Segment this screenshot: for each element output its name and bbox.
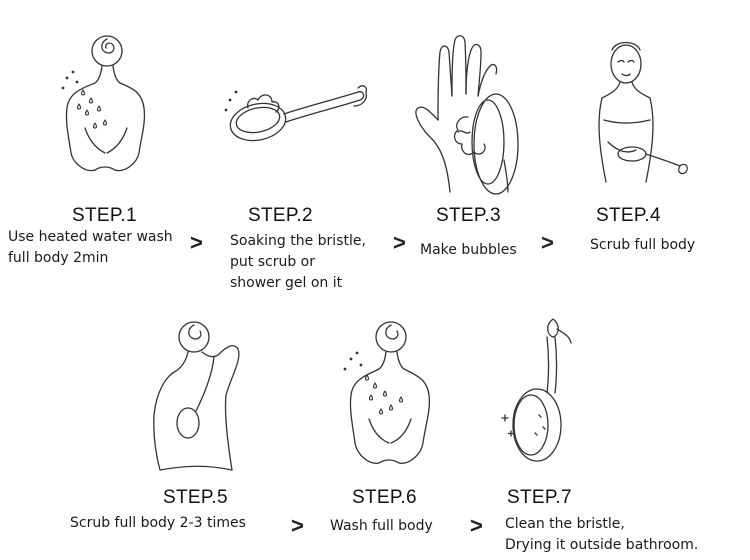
arrow-1-to-2: > — [190, 230, 203, 255]
hanging-brush-icon — [495, 315, 585, 475]
step-5-title: STEP.5 — [163, 487, 228, 508]
hand-with-brush-icon — [408, 32, 528, 197]
step-7-line-2: Drying it outside bathroom. — [505, 537, 699, 553]
back-washing-icon — [335, 315, 445, 475]
step-1-line-2: full body 2min — [8, 250, 109, 266]
step-7-line-1: Clean the bristle, — [505, 516, 625, 532]
step-2-line-2: put scrub or — [230, 254, 315, 270]
step-2-description: Soaking the bristle, put scrub or shower… — [230, 231, 366, 294]
step-6-line-1: Wash full body — [330, 518, 433, 534]
step-5-description: Scrub full body 2-3 times — [70, 513, 246, 534]
back-with-water-icon — [55, 28, 155, 188]
step-1-description: Use heated water wash full body 2min — [8, 227, 173, 269]
arrow-6-to-7: > — [470, 513, 483, 538]
step-1-title: STEP.1 — [72, 205, 137, 226]
arrow-3-to-4: > — [541, 230, 554, 255]
step-3-line-1: Make bubbles — [420, 242, 517, 258]
arrow-5-to-6: > — [291, 513, 304, 538]
arrow-2-to-3: > — [393, 230, 406, 255]
step-2-title: STEP.2 — [248, 205, 313, 226]
step-3-description: Make bubbles — [420, 240, 517, 261]
step-7-title: STEP.7 — [507, 487, 572, 508]
step-2-line-1: Soaking the bristle, — [230, 233, 366, 249]
step-2-line-3: shower gel on it — [230, 275, 343, 291]
step-4-line-1: Scrub full body — [590, 237, 696, 253]
step-4-title: STEP.4 — [596, 205, 661, 226]
step-6-title: STEP.6 — [352, 487, 417, 508]
woman-scrubbing-icon — [588, 32, 698, 192]
step-6-description: Wash full body — [330, 516, 433, 537]
step-3-title: STEP.3 — [436, 205, 501, 226]
back-scrubbing-icon — [148, 315, 258, 475]
step-1-line-1: Use heated water wash — [8, 229, 173, 245]
step-5-line-1: Scrub full body 2-3 times — [70, 515, 246, 531]
step-4-description: Scrub full body — [590, 235, 695, 256]
brush-with-foam-icon — [218, 80, 378, 160]
step-7-description: Clean the bristle, Drying it outside bat… — [505, 514, 698, 556]
